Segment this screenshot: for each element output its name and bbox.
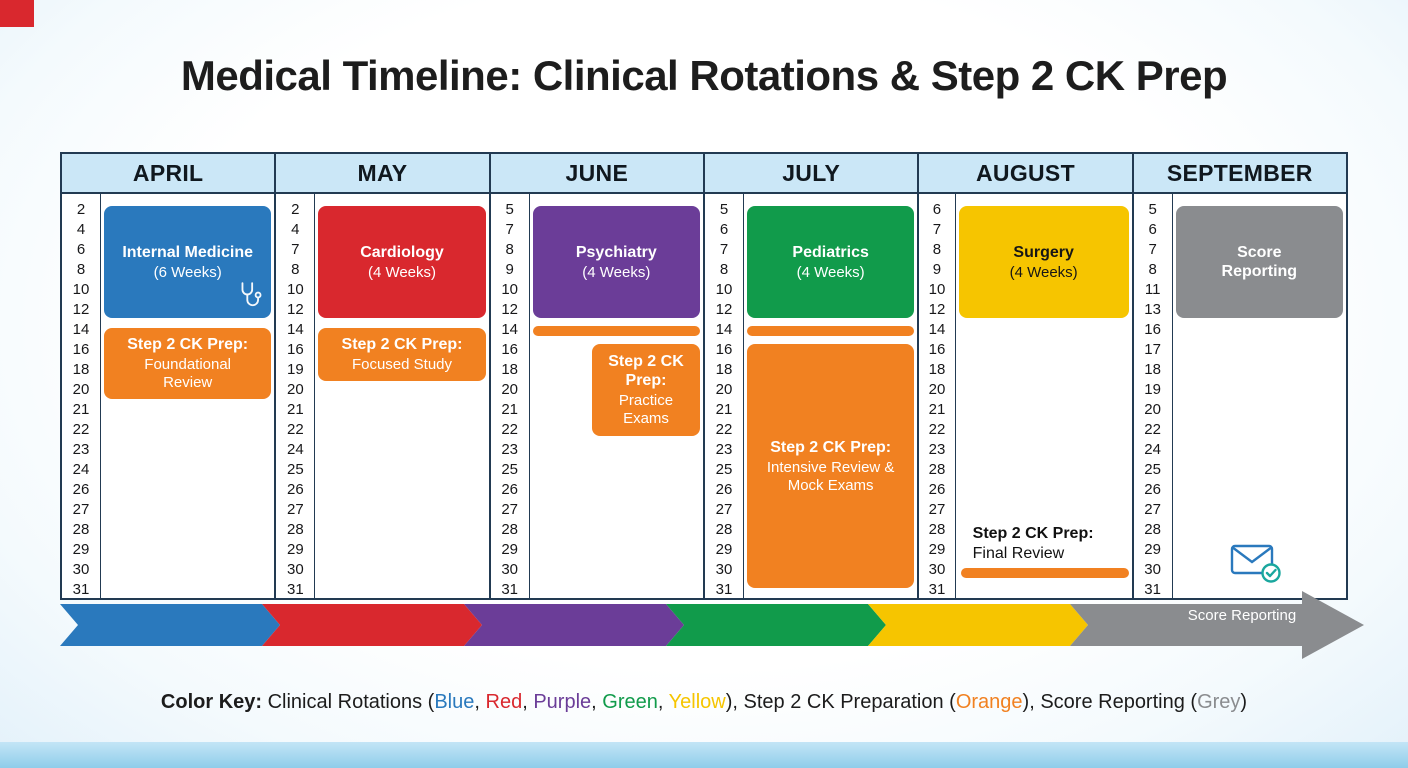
corner-red-square [0, 0, 34, 27]
month-header-august: AUGUST [919, 154, 1132, 194]
month-body-july: 5 6 7 8 10 12 14 16 18 20 21 22 23 25 26… [705, 194, 917, 598]
month-content-july: Pediatrics (4 Weeks) Step 2 CK Prep: Int… [744, 194, 917, 598]
prep-block-practice-exams: Step 2 CK Prep: Practice Exams [591, 344, 700, 436]
arrow-score-reporting-label: Score Reporting [1187, 607, 1297, 624]
prep-subtitle: Intensive Review & Mock Exams [766, 458, 895, 494]
rotation-subtitle: (4 Weeks) [367, 263, 437, 281]
page-title: Medical Timeline: Clinical Rotations & S… [180, 52, 1228, 99]
arrow-segment-blue [60, 604, 280, 646]
color-key-purple: Purple [533, 691, 592, 713]
prep-subtitle: Foundational Review [144, 356, 232, 391]
rotation-block-psychiatry: Psychiatry (4 Weeks) [532, 206, 700, 318]
rotation-title: Pediatrics [792, 243, 869, 261]
month-header-may: MAY [276, 154, 489, 194]
color-key-yellow: Yellow [668, 691, 726, 713]
prep-note-final-review: Step 2 CK Prep: Final Review [959, 524, 1129, 564]
rotation-title: Cardiology [360, 243, 444, 261]
rotation-subtitle: (4 Weeks) [582, 263, 651, 281]
arrow-segment-red [262, 604, 482, 646]
month-column-july: JULY 5 6 7 8 10 12 14 16 18 20 21 22 23 … [702, 154, 918, 598]
month-header-september: SEPTEMBER [1133, 154, 1346, 194]
date-list-august: 6 7 8 9 10 12 14 16 18 20 21 22 23 28 26… [919, 194, 956, 598]
prep-title: Step 2 CK Prep: [127, 336, 249, 353]
month-header-july: JULY [704, 154, 918, 194]
date-list-may: 2 4 7 8 10 12 14 16 19 20 21 22 24 25 26… [276, 194, 316, 598]
rotation-title: Surgery [1013, 243, 1074, 261]
score-reporting-block: Score Reporting [1175, 206, 1343, 318]
rotation-subtitle: (4 Weeks) [1009, 263, 1078, 281]
prep-title: Step 2 CK Prep: [341, 336, 463, 353]
color-key-text: ), Score Reporting ( [1022, 691, 1198, 713]
rotation-block-pediatrics: Pediatrics (4 Weeks) [746, 206, 915, 318]
color-key-text: , [474, 691, 486, 713]
prep-title: Step 2 CK Prep: [972, 525, 1094, 542]
prep-block-focused-study: Step 2 CK Prep: Focused Study [318, 328, 486, 381]
month-header-april: APRIL [62, 154, 275, 194]
prep-progress-bar-august [960, 568, 1129, 578]
month-column-august: AUGUST 6 7 8 9 10 12 14 16 18 20 21 22 2… [917, 154, 1132, 598]
arrow-segment-grey [1070, 604, 1302, 646]
color-key-grey: Grey [1197, 691, 1241, 713]
month-content-september: Score Reporting [1173, 194, 1346, 598]
color-key-text: ), Step 2 CK Preparation ( [725, 691, 956, 713]
month-column-september: SEPTEMBER 5 6 7 8 11 13 16 17 18 19 20 2… [1131, 154, 1346, 598]
month-content-april: Internal Medicine (6 Weeks) Step 2 CK Pr… [101, 194, 274, 598]
prep-subtitle: Focused Study [351, 356, 453, 374]
prep-progress-bar-june [532, 326, 700, 336]
month-content-august: Surgery (4 Weeks) Step 2 CK Prep: Final … [956, 194, 1132, 598]
color-key-text: , [522, 691, 534, 713]
arrow-segment-yellow [868, 604, 1088, 646]
rotation-block-internal-medicine: Internal Medicine (6 Weeks) [104, 206, 272, 318]
stethoscope-icon [237, 281, 263, 314]
arrow-segment-green [666, 604, 886, 646]
month-content-may: Cardiology (4 Weeks) Step 2 CK Prep: Foc… [315, 194, 488, 598]
color-key-text: Clinical Rotations ( [262, 691, 435, 713]
color-key-orange: Orange [955, 691, 1023, 713]
arrow-head [1302, 591, 1364, 659]
rotation-subtitle: (6 Weeks) [153, 263, 222, 281]
prep-subtitle: Practice Exams [618, 392, 674, 428]
rotation-block-surgery: Surgery (4 Weeks) [958, 206, 1129, 318]
month-body-may: 2 4 7 8 10 12 14 16 19 20 21 22 24 25 26… [276, 194, 488, 598]
arrow-segment-purple [464, 604, 684, 646]
prep-title: Step 2 CK Prep: [770, 438, 892, 456]
color-key-text: , [591, 691, 603, 713]
month-header-june: JUNE [490, 154, 703, 194]
month-column-june: JUNE 5 7 8 9 10 12 14 16 18 20 21 22 23 … [488, 154, 703, 598]
month-body-september: 5 6 7 8 11 13 16 17 18 19 20 22 24 25 26… [1134, 194, 1346, 598]
rotation-title: Internal Medicine [122, 243, 254, 261]
color-key: Color Key: Clinical Rotations (Blue, Red… [0, 691, 1408, 714]
color-key-green: Green [602, 691, 658, 713]
color-key-blue: Blue [434, 691, 475, 713]
month-column-april: APRIL 2 4 6 8 10 12 14 16 18 20 21 22 23… [62, 154, 275, 598]
date-list-september: 5 6 7 8 11 13 16 17 18 19 20 22 24 25 26… [1134, 194, 1173, 598]
prep-title: Step 2 CK Prep: [608, 353, 684, 390]
rotation-title: Psychiatry [575, 243, 657, 261]
color-key-red: Red [485, 691, 523, 713]
timeline-table: APRIL 2 4 6 8 10 12 14 16 18 20 21 22 23… [60, 152, 1348, 600]
month-column-may: MAY 2 4 7 8 10 12 14 16 19 20 21 22 24 2… [274, 154, 489, 598]
month-content-june: Psychiatry (4 Weeks) Step 2 CK Prep: Pra… [530, 194, 703, 598]
month-body-august: 6 7 8 9 10 12 14 16 18 20 21 22 23 28 26… [919, 194, 1131, 598]
prep-progress-bar-july [746, 326, 915, 336]
envelope-check-icon [1230, 539, 1282, 590]
timeline-arrow: Score Reporting [60, 591, 1370, 659]
month-body-april: 2 4 6 8 10 12 14 16 18 20 21 22 23 24 26… [62, 194, 274, 598]
rotation-subtitle: (4 Weeks) [796, 263, 865, 281]
rotation-block-cardiology: Cardiology (4 Weeks) [318, 206, 486, 318]
date-list-june: 5 7 8 9 10 12 14 16 18 20 21 22 23 25 26… [491, 194, 530, 598]
color-key-label: Color Key: [160, 691, 263, 713]
prep-block-intensive-review: Step 2 CK Prep: Intensive Review & Mock … [746, 344, 915, 588]
date-list-april: 2 4 6 8 10 12 14 16 18 20 21 22 23 24 26… [62, 194, 101, 598]
bottom-blue-band [0, 742, 1408, 768]
color-key-text: ) [1240, 691, 1248, 713]
color-key-text: , [657, 691, 669, 713]
date-list-july: 5 6 7 8 10 12 14 16 18 20 21 22 23 25 26… [705, 194, 744, 598]
prep-subtitle: Final Review [972, 545, 1065, 562]
month-body-june: 5 7 8 9 10 12 14 16 18 20 21 22 23 25 26… [491, 194, 703, 598]
rotation-title: Score Reporting [1221, 243, 1298, 280]
prep-block-foundational-review: Step 2 CK Prep: Foundational Review [104, 328, 272, 399]
